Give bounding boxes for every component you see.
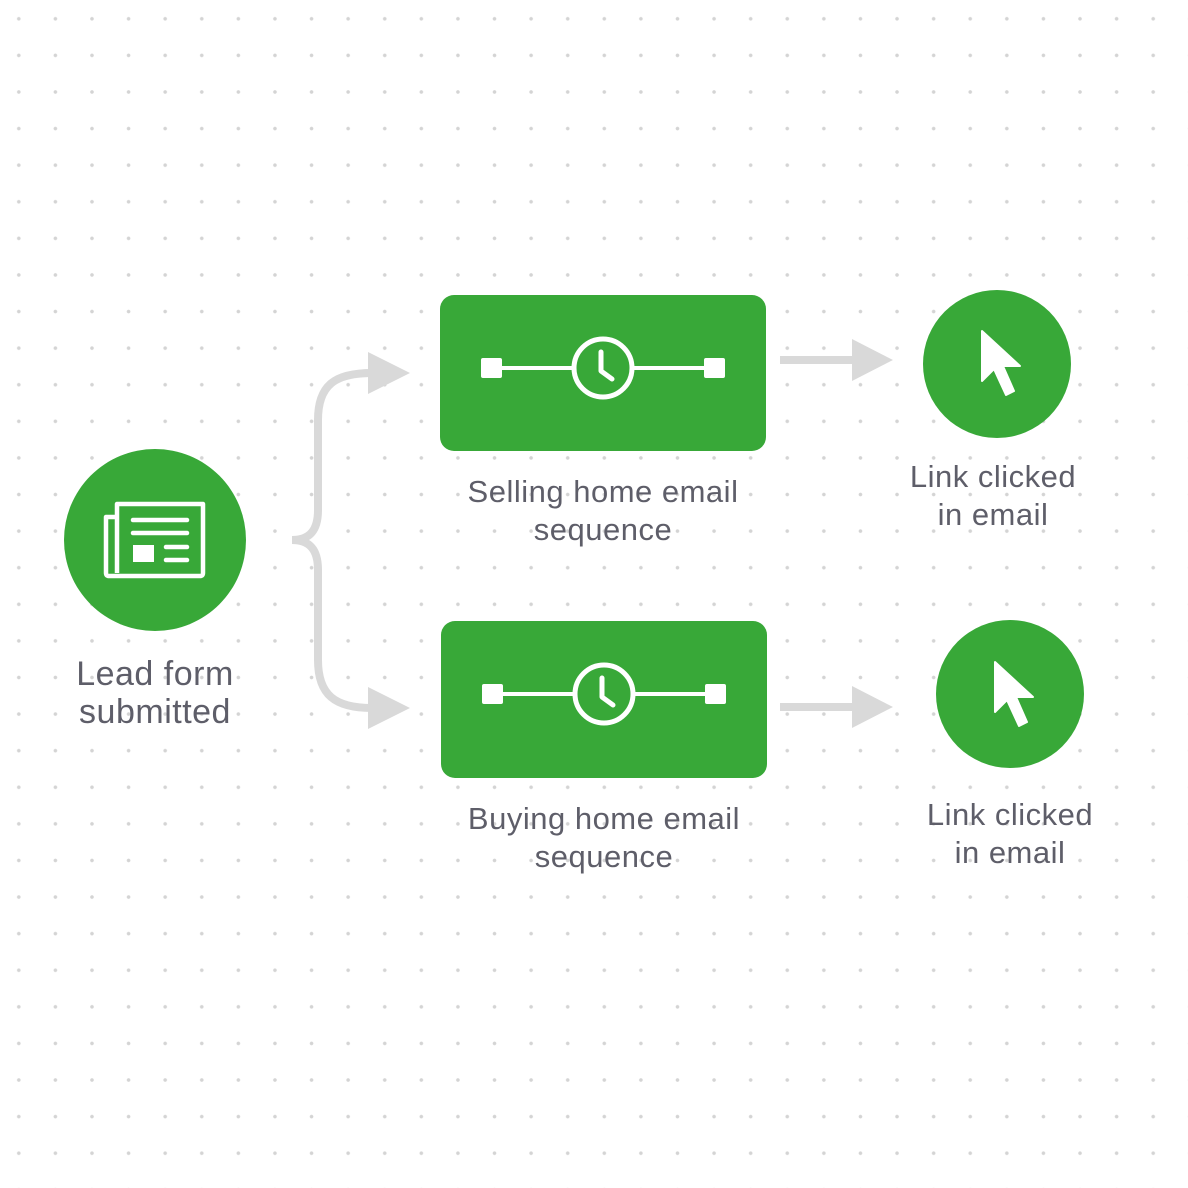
link-clicked-node-1[interactable] xyxy=(923,290,1071,438)
label-line: in email xyxy=(954,835,1066,870)
label-line: sequence xyxy=(533,512,673,547)
buying-sequence-label: Buying home email sequence xyxy=(468,800,740,876)
selling-sequence-node[interactable] xyxy=(440,295,766,451)
cursor-icon xyxy=(994,661,1034,727)
newspaper-icon xyxy=(103,501,206,579)
arrow-head-top xyxy=(368,352,410,394)
arrow-head-bottom xyxy=(368,687,410,729)
branch-connector xyxy=(291,369,373,712)
arrow-to-link2 xyxy=(780,686,893,728)
buying-sequence-node[interactable] xyxy=(441,621,767,778)
lead-form-node[interactable] xyxy=(64,449,246,631)
label-line: Link clicked xyxy=(926,797,1094,832)
link-clicked-node-2[interactable] xyxy=(936,620,1084,768)
selling-sequence-label: Selling home email sequence xyxy=(468,473,739,549)
cursor-icon xyxy=(981,330,1021,396)
link-clicked-label-2: Link clicked in email xyxy=(927,796,1093,872)
timer-timeline-icon xyxy=(482,662,726,726)
label-line: Selling home email xyxy=(467,474,739,509)
label-line: Lead form xyxy=(76,655,234,693)
label-line: sequence xyxy=(534,839,674,874)
timer-timeline-icon xyxy=(481,336,725,400)
label-line: Buying home email xyxy=(467,801,741,836)
arrow-to-link1 xyxy=(780,339,893,381)
label-line: in email xyxy=(937,497,1049,532)
lead-form-label: Lead form submitted xyxy=(76,655,234,731)
link-clicked-label-1: Link clicked in email xyxy=(910,458,1076,534)
label-line: submitted xyxy=(79,693,231,731)
label-line: Link clicked xyxy=(909,459,1077,494)
